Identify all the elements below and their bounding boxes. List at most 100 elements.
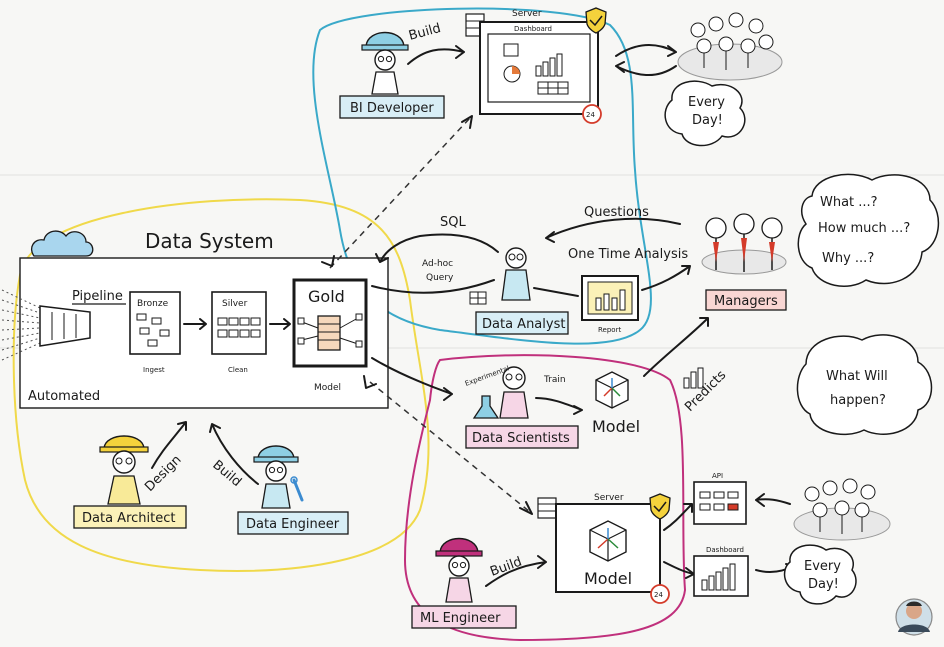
gold-to-ml-dashed xyxy=(369,381,531,513)
hardhat-icon xyxy=(253,445,299,463)
question-why: Why ...? xyxy=(822,251,874,266)
ml-server: Server Model xyxy=(537,493,661,593)
managers-label: Managers xyxy=(714,294,778,309)
ml-server-label: Server xyxy=(594,493,624,503)
bi-developer-figure xyxy=(361,31,409,95)
data-architect-tag xyxy=(73,505,187,529)
future-line2: happen? xyxy=(830,393,886,408)
scientist-model-label: Model xyxy=(592,417,640,436)
bi-zone xyxy=(312,7,652,345)
bi-developer-label: BI Developer xyxy=(350,101,434,116)
every-day-top-line2: Day! xyxy=(692,113,723,128)
query-arrow xyxy=(371,279,495,294)
bronze-title: Bronze xyxy=(137,299,169,309)
data-engineer-figure xyxy=(253,445,304,509)
crowd-arrow-in xyxy=(615,44,677,57)
24h-badge: 24 xyxy=(650,584,670,604)
every-day-bubble-bottom: Every Day! xyxy=(783,544,857,605)
silver-title: Silver xyxy=(222,299,248,309)
questions-bubble: What ...? How much ...? Why ...? xyxy=(797,173,940,287)
question-what: What ...? xyxy=(820,195,878,210)
questions-label: Questions xyxy=(584,205,649,220)
input-streams xyxy=(1,289,41,361)
one-time-analysis-label: One Time Analysis xyxy=(568,247,688,262)
bronze-layer: Bronze Ingest xyxy=(129,291,181,374)
data-analyst-label: Data Analyst xyxy=(482,317,565,332)
gold-to-bi-arrowhead xyxy=(461,115,473,129)
bar-chart-icon xyxy=(535,53,563,77)
data-analyst-figure xyxy=(501,247,531,301)
gold-to-ml-arrowhead xyxy=(519,501,533,515)
every-day-bubble-top: Every Day! xyxy=(664,80,746,147)
build-top-label: Build xyxy=(407,21,442,44)
adhoc-label: Ad-hoc xyxy=(422,259,453,269)
dashboard-output: Dashboard xyxy=(693,546,749,597)
bi-developer-tag xyxy=(339,95,445,119)
table-icon xyxy=(537,81,569,95)
api-label: API xyxy=(712,472,723,480)
api-output: API xyxy=(693,472,747,525)
ml-model-label: Model xyxy=(584,569,632,588)
bar-chart-icon xyxy=(701,563,736,591)
gold-title: Gold xyxy=(308,287,345,306)
train-label: Train xyxy=(543,375,566,385)
data-system-title: Data System xyxy=(145,229,274,253)
top-dashboard-label: Dashboard xyxy=(514,25,552,33)
gold-to-scientists-arrow xyxy=(371,357,453,401)
avatar-icon xyxy=(895,598,933,636)
data-scientists-tag xyxy=(465,425,579,449)
funnel-icon xyxy=(39,305,91,347)
automated-label: Automated xyxy=(28,389,100,404)
bar-chart-icon xyxy=(683,367,704,389)
analyst-to-report-line xyxy=(533,287,579,297)
build-engineer-arrow xyxy=(209,423,259,485)
design-label: Design xyxy=(142,452,184,494)
top-server: Server Dashboard xyxy=(465,9,599,115)
top-server-label: Server xyxy=(512,9,542,19)
gold-caption: Model xyxy=(314,383,341,393)
train-arrow xyxy=(535,397,583,415)
data-scientists-label: Data Scientists xyxy=(472,431,570,446)
server-to-api-arrow xyxy=(663,503,693,531)
hardhat-icon xyxy=(99,435,149,453)
report-label: Report xyxy=(598,326,621,334)
managers-tag xyxy=(705,289,787,311)
bronze-to-silver-arrow xyxy=(183,318,207,330)
data-engineer-tag xyxy=(237,511,349,535)
every-day-bottom-line1: Every xyxy=(804,559,841,574)
ml-zone xyxy=(403,354,687,642)
bi-to-gold-arrowhead xyxy=(321,255,335,267)
silver-caption: Clean xyxy=(228,366,248,374)
question-how-much: How much ...? xyxy=(818,221,910,236)
silver-layer: Silver Clean xyxy=(211,291,267,374)
report: Report xyxy=(581,275,639,334)
cloud-icon xyxy=(30,230,94,257)
24h-badge: 24 xyxy=(582,104,602,124)
hardhat-icon xyxy=(361,31,409,51)
data-architect-label: Data Architect xyxy=(82,511,175,526)
data-engineer-label: Data Engineer xyxy=(246,517,340,532)
managers-figure xyxy=(701,213,787,275)
build-ml-arrow xyxy=(485,555,547,587)
svg-text:24: 24 xyxy=(654,591,663,599)
ml-engineer-label: ML Engineer xyxy=(420,611,501,626)
ml-engineer-tag xyxy=(411,605,517,629)
shield-check-icon xyxy=(649,493,671,520)
every-day-bottom-line2: Day! xyxy=(808,577,839,592)
ml-to-gold-arrowhead xyxy=(363,375,377,389)
gold-to-bi-dashed xyxy=(329,117,471,269)
build-ml-label: Build xyxy=(488,554,524,579)
questions-arrow xyxy=(545,217,681,243)
query-label: Query xyxy=(426,273,454,283)
hardhat-icon xyxy=(435,537,483,557)
data-architect-figure xyxy=(99,435,149,505)
sql-arrow xyxy=(375,233,499,263)
data-system-zone xyxy=(12,198,430,572)
svg-text:24: 24 xyxy=(586,111,595,119)
gold-layer: Gold Model xyxy=(292,278,368,393)
future-bubble: What Will happen? xyxy=(796,334,933,436)
shield-check-icon xyxy=(585,7,607,34)
wrench-icon xyxy=(290,476,304,502)
cube-icon xyxy=(595,371,629,409)
